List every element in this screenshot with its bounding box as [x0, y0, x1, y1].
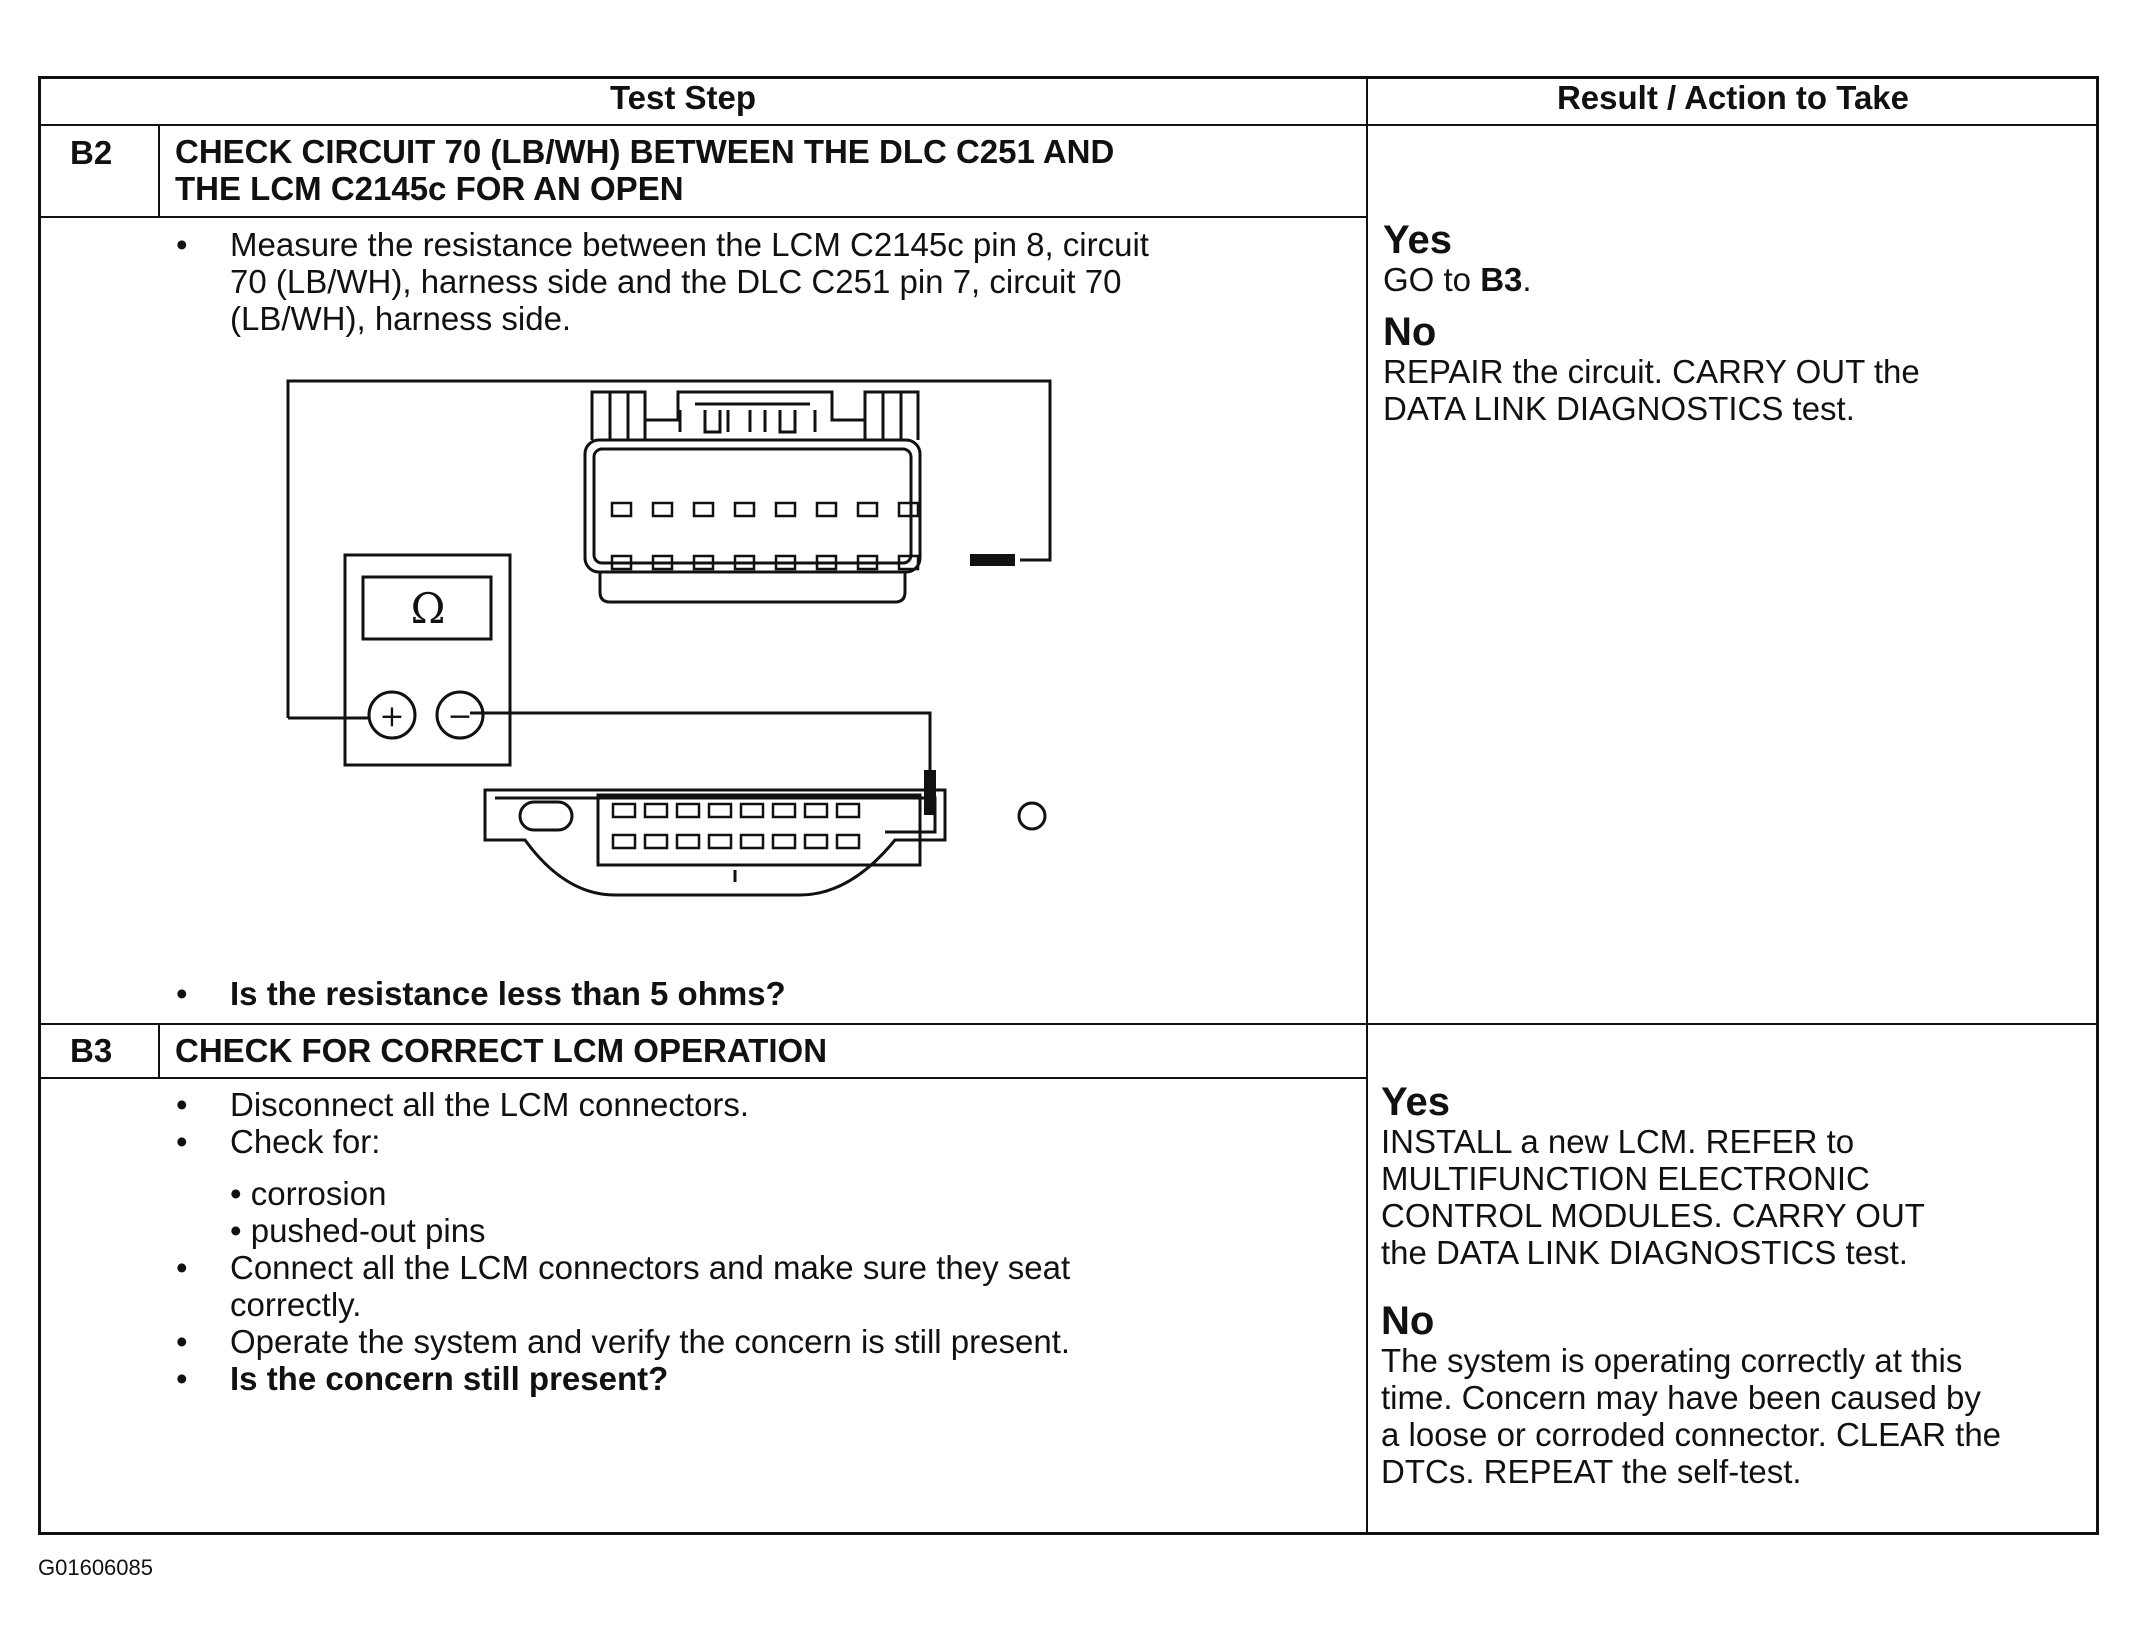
b2-yes-label: Yes: [1383, 218, 1452, 262]
b3-bullet1: Disconnect all the LCM connectors.: [230, 1086, 750, 1123]
b3-yes-line4: the DATA LINK DIAGNOSTICS test.: [1381, 1234, 1908, 1271]
ohm-symbol: Ω: [411, 584, 446, 633]
resistance-measurement-diagram: Ω + −: [286, 379, 1052, 897]
b2-instruction-line1: Measure the resistance between the LCM C…: [230, 226, 1149, 263]
b3-sub2: • pushed-out pins: [230, 1212, 486, 1249]
b2-instruction-line2: 70 (LB/WH), harness side and the DLC C25…: [230, 263, 1122, 300]
b2-title-divider: [40, 216, 1367, 218]
bullet-dot: •: [176, 975, 188, 1012]
b3-question: Is the concern still present?: [230, 1360, 669, 1397]
b3-no-line3: a loose or corroded connector. CLEAR the: [1381, 1416, 2002, 1453]
bullet-dot: •: [176, 1249, 188, 1286]
figure-id: G01606085: [38, 1555, 153, 1580]
b3-sub1: • corrosion: [230, 1175, 387, 1212]
b3-yes-line3: CONTROL MODULES. CARRY OUT: [1381, 1197, 1925, 1234]
bullet-dot: •: [176, 226, 188, 263]
step-id-divider-b3: [158, 1025, 160, 1078]
b2-no-line2: DATA LINK DIAGNOSTICS test.: [1383, 390, 1855, 427]
minus-symbol: −: [447, 699, 472, 734]
header-test-step: Test Step: [609, 79, 757, 116]
bullet-dot: •: [176, 1323, 188, 1360]
b3-yes-line2: MULTIFUNCTION ELECTRONIC: [1381, 1160, 1870, 1197]
step-title-b2-line2: THE LCM C2145c FOR AN OPEN: [175, 170, 684, 207]
b3-bullet4: Operate the system and verify the concer…: [230, 1323, 1071, 1360]
lcm-probe: [970, 554, 1015, 566]
bullet-dot: •: [176, 1086, 188, 1123]
header-divider: [40, 124, 2097, 126]
header-result-action: Result / Action to Take: [1556, 79, 1910, 116]
bullet-dot: •: [176, 1123, 188, 1160]
dlc-probe: [924, 770, 936, 815]
step-id-b2: B2: [70, 134, 113, 171]
test-lead-minus-wire: [470, 711, 932, 775]
step-id-b3: B3: [70, 1032, 113, 1069]
b2-question: Is the resistance less than 5 ohms?: [230, 975, 786, 1012]
b2-no-label: No: [1383, 310, 1437, 354]
b2-yes-action: GO to B3.: [1383, 261, 1532, 298]
b3-bullet2: Check for:: [230, 1123, 381, 1160]
b2-yes-target[interactable]: B3: [1480, 261, 1523, 298]
b3-no-line1: The system is operating correctly at thi…: [1381, 1342, 1963, 1379]
bullet-dot: •: [176, 1360, 188, 1397]
b3-bullet3-line1: Connect all the LCM connectors and make …: [230, 1249, 1071, 1286]
b3-yes-label: Yes: [1381, 1080, 1450, 1124]
b2-no-line1: REPAIR the circuit. CARRY OUT the: [1383, 353, 1920, 390]
column-divider: [1366, 78, 1368, 1534]
lcm-c2145c-connector: [583, 390, 922, 604]
b2-b3-divider: [40, 1023, 2097, 1025]
dlc-c251-connector: [483, 788, 1047, 897]
b2-instruction-line3: (LB/WH), harness side.: [230, 300, 572, 337]
step-id-divider-b2: [158, 126, 160, 217]
b3-bullet3-line2: correctly.: [230, 1286, 362, 1323]
diagnostic-table: [38, 76, 2099, 1535]
test-probes: [924, 554, 1015, 815]
b3-title-divider: [40, 1077, 1367, 1079]
b3-yes-line1: INSTALL a new LCM. REFER to: [1381, 1123, 1855, 1160]
b3-no-label: No: [1381, 1299, 1435, 1343]
minus-terminal: [435, 690, 485, 740]
b3-no-line4: DTCs. REPEAT the self-test.: [1381, 1453, 1802, 1490]
step-title-b3: CHECK FOR CORRECT LCM OPERATION: [175, 1032, 828, 1069]
ohmmeter: [343, 553, 512, 767]
b3-no-line2: time. Concern may have been caused by: [1381, 1379, 1981, 1416]
test-lead-plus-wire: [286, 379, 1052, 718]
step-title-b2-line1: CHECK CIRCUIT 70 (LB/WH) BETWEEN THE DLC…: [175, 133, 1115, 170]
plus-terminal: [367, 690, 417, 740]
plus-symbol: +: [379, 699, 404, 734]
ohmmeter-display: [361, 575, 493, 641]
